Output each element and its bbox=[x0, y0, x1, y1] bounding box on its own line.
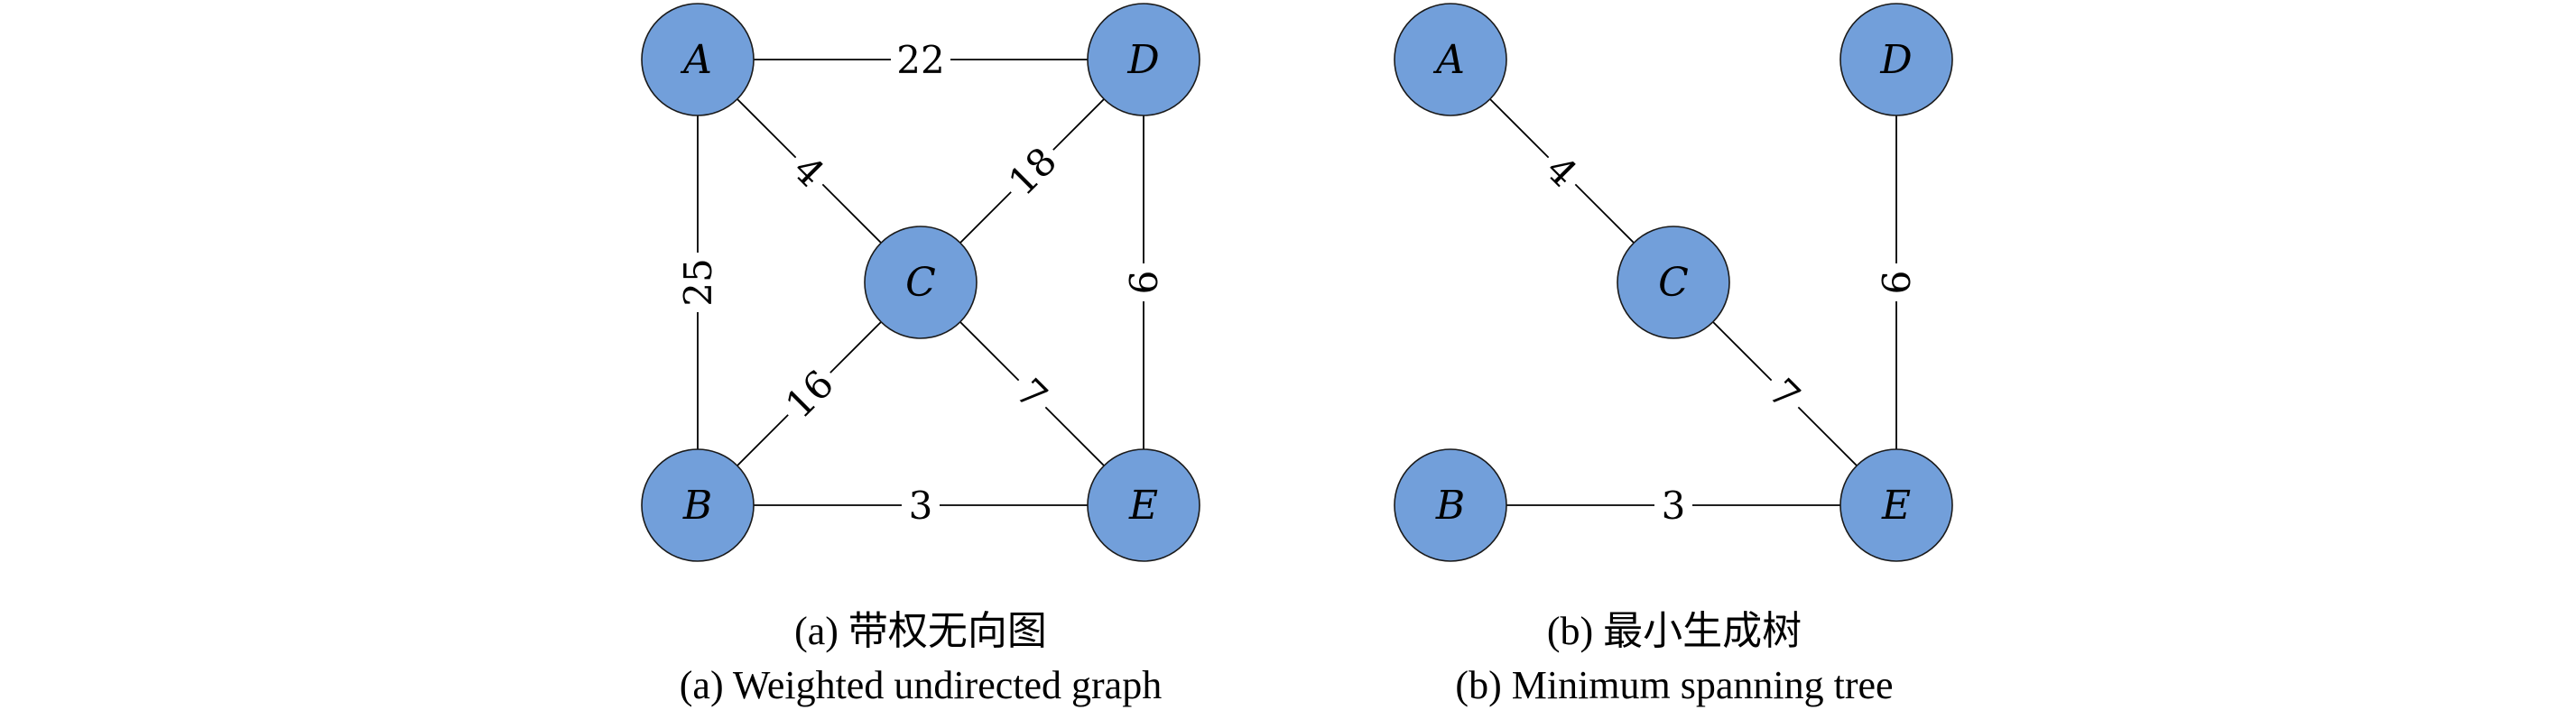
node-label: B bbox=[1435, 483, 1465, 529]
caption-a-english: (a) Weighted undirected graph bbox=[679, 663, 1163, 707]
edge-weight-label: 22 bbox=[891, 38, 950, 82]
node-circle bbox=[1087, 3, 1200, 116]
node-circle bbox=[1839, 448, 1953, 562]
edge-weight: 6 bbox=[1122, 271, 1166, 295]
node-B: B bbox=[1394, 448, 1507, 562]
label-background bbox=[902, 484, 940, 527]
node-circle bbox=[641, 3, 755, 116]
label-background bbox=[676, 253, 719, 312]
edge-weight: 3 bbox=[909, 484, 933, 528]
node-D: D bbox=[1839, 3, 1953, 116]
edge-weight: 25 bbox=[676, 258, 720, 306]
edge-weight-label: 6 bbox=[1875, 263, 1919, 301]
node-E: E bbox=[1839, 448, 1953, 562]
edge-weight: 22 bbox=[896, 38, 944, 82]
edge-D-E: 6 bbox=[1875, 60, 1919, 505]
node-label: E bbox=[1128, 483, 1158, 529]
edge-weight-label: 3 bbox=[902, 484, 940, 528]
edge-weight-label: 3 bbox=[1654, 484, 1692, 528]
node-label: B bbox=[682, 483, 712, 529]
node-label: D bbox=[1126, 37, 1159, 83]
edge-A-D: 22 bbox=[698, 38, 1144, 82]
caption-a-chinese: (a) 带权无向图 bbox=[794, 609, 1047, 653]
edge-weight-label: 6 bbox=[1122, 263, 1166, 301]
node-A: A bbox=[641, 3, 755, 116]
label-background bbox=[1533, 142, 1591, 200]
node-circle bbox=[1087, 448, 1200, 562]
node-label: A bbox=[1432, 37, 1465, 83]
edge-D-E: 6 bbox=[1122, 60, 1166, 505]
node-label: D bbox=[1879, 37, 1912, 83]
node-A: A bbox=[1394, 3, 1507, 116]
label-background bbox=[773, 357, 846, 430]
node-circle bbox=[1617, 226, 1730, 339]
node-label: C bbox=[1658, 260, 1689, 306]
node-D: D bbox=[1087, 3, 1200, 116]
label-background bbox=[1003, 364, 1061, 423]
edge-B-E: 3 bbox=[698, 484, 1144, 528]
label-background bbox=[996, 134, 1069, 207]
node-circle bbox=[641, 448, 755, 562]
edge-B-E: 3 bbox=[1450, 484, 1896, 528]
node-circle bbox=[1394, 3, 1507, 116]
label-background bbox=[1875, 263, 1918, 301]
node-E: E bbox=[1087, 448, 1200, 562]
label-background bbox=[891, 38, 950, 81]
node-circle bbox=[864, 226, 978, 339]
edge-A-B: 25 bbox=[676, 60, 720, 505]
label-background bbox=[1654, 484, 1692, 527]
node-C: C bbox=[864, 226, 978, 339]
label-background bbox=[1122, 263, 1165, 301]
node-circle bbox=[1839, 3, 1953, 116]
caption-b-chinese: (b) 最小生成树 bbox=[1546, 609, 1802, 653]
node-label: A bbox=[680, 37, 712, 83]
node-circle bbox=[1394, 448, 1507, 562]
caption-b-english: (b) Minimum spanning tree bbox=[1455, 663, 1894, 707]
edge-weight: 3 bbox=[1662, 484, 1686, 528]
node-C: C bbox=[1617, 226, 1730, 339]
node-label: C bbox=[905, 260, 936, 306]
node-B: B bbox=[641, 448, 755, 562]
node-label: E bbox=[1881, 483, 1911, 529]
label-background bbox=[1756, 364, 1814, 423]
edge-weight-label: 25 bbox=[676, 253, 720, 312]
edge-weight: 6 bbox=[1875, 271, 1919, 295]
label-background bbox=[780, 142, 839, 200]
